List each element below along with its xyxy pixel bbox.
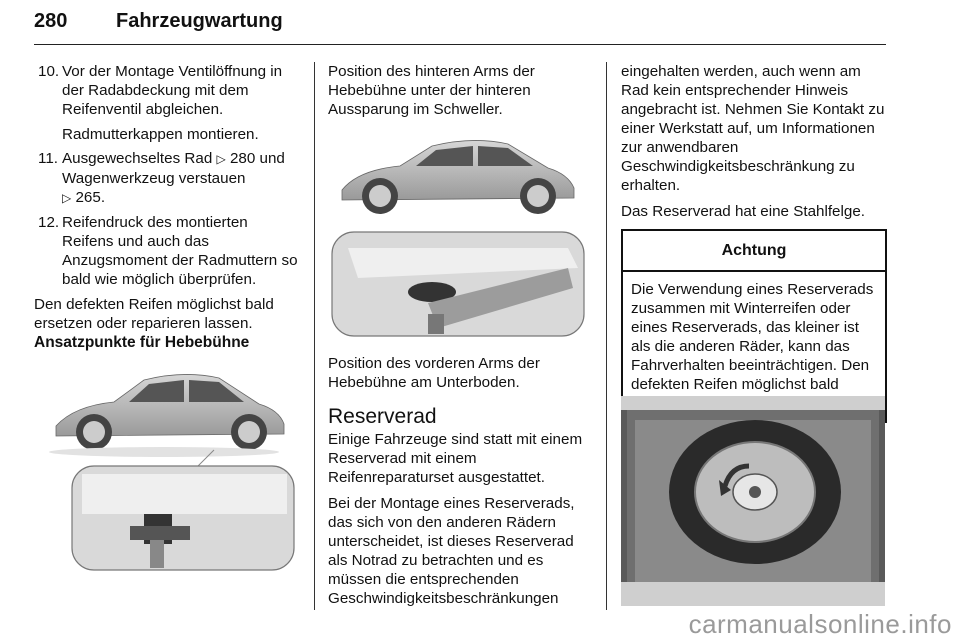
step-continuation: Radmutterkappen montieren. <box>62 126 259 143</box>
chapter-title: Fahrzeugwartung <box>116 10 283 32</box>
section-subheading: Ansatzpunkte für Hebebühne <box>34 334 250 351</box>
paragraph: Das Reserverad hat eine Stahlfelge. <box>621 203 865 220</box>
column-1: 10. Vor der Montage Ventilöffnung in der… <box>34 62 298 352</box>
page-reference[interactable]: 265 <box>75 189 101 206</box>
page-header: 280 Fahrzeugwartung <box>34 4 886 45</box>
page-number: 280 <box>34 10 68 32</box>
column-divider <box>606 62 608 610</box>
step-text: Ausgewechseltes Rad ▷ 280 und Wagenwerkz… <box>62 150 285 206</box>
figure-caption: Position des vorderen Arms der Hebebühne… <box>328 355 540 391</box>
triangle-right-icon: ▷ <box>216 152 226 166</box>
step-12: 12. Reifendruck des montierten Reifens u… <box>38 213 298 289</box>
step-number: 11. <box>38 150 58 167</box>
paragraph: Den defekten Reifen möglichst bald erset… <box>34 296 274 332</box>
page-reference[interactable]: 280 <box>229 150 256 167</box>
paragraph: Bei der Montage eines Reserverads, das s… <box>328 495 575 607</box>
warning-title: Achtung <box>623 231 885 272</box>
step-text: Reifendruck des montierten Reifens und a… <box>62 214 298 288</box>
paragraph: Position des hinteren Arms der Hebebühne… <box>328 63 535 118</box>
column-divider <box>314 62 316 610</box>
section-heading: Reserverad <box>328 405 437 428</box>
watermark: carmanualsonline.info <box>688 609 952 639</box>
lift-point-rear-figure <box>34 366 298 574</box>
column-2: Position des hinteren Arms der Hebebühne… <box>328 62 590 119</box>
step-number: 10. <box>38 63 60 80</box>
step-10: 10. Vor der Montage Ventilöffnung in der… <box>38 62 298 144</box>
step-11: 11. Ausgewechseltes Rad ▷ 280 und Wagenw… <box>38 149 298 208</box>
column-3: eingehalten werden, auch wenn am Rad kei… <box>621 62 887 423</box>
paragraph: eingehalten werden, auch wenn am Rad kei… <box>621 63 885 194</box>
triangle-right-icon: ▷ <box>62 191 72 205</box>
paragraph: Einige Fahrzeuge sind statt mit einem Re… <box>328 431 583 486</box>
spare-wheel-figure <box>621 396 885 606</box>
step-text: Vor der Montage Ventilöffnung in der Rad… <box>62 63 283 118</box>
column-2-lower: Position des vorderen Arms der Hebebühne… <box>328 354 590 608</box>
lift-point-front-figure <box>328 138 590 348</box>
step-number: 12. <box>38 214 60 231</box>
warning-box: Achtung Die Verwendung eines Reserverads… <box>621 229 887 423</box>
